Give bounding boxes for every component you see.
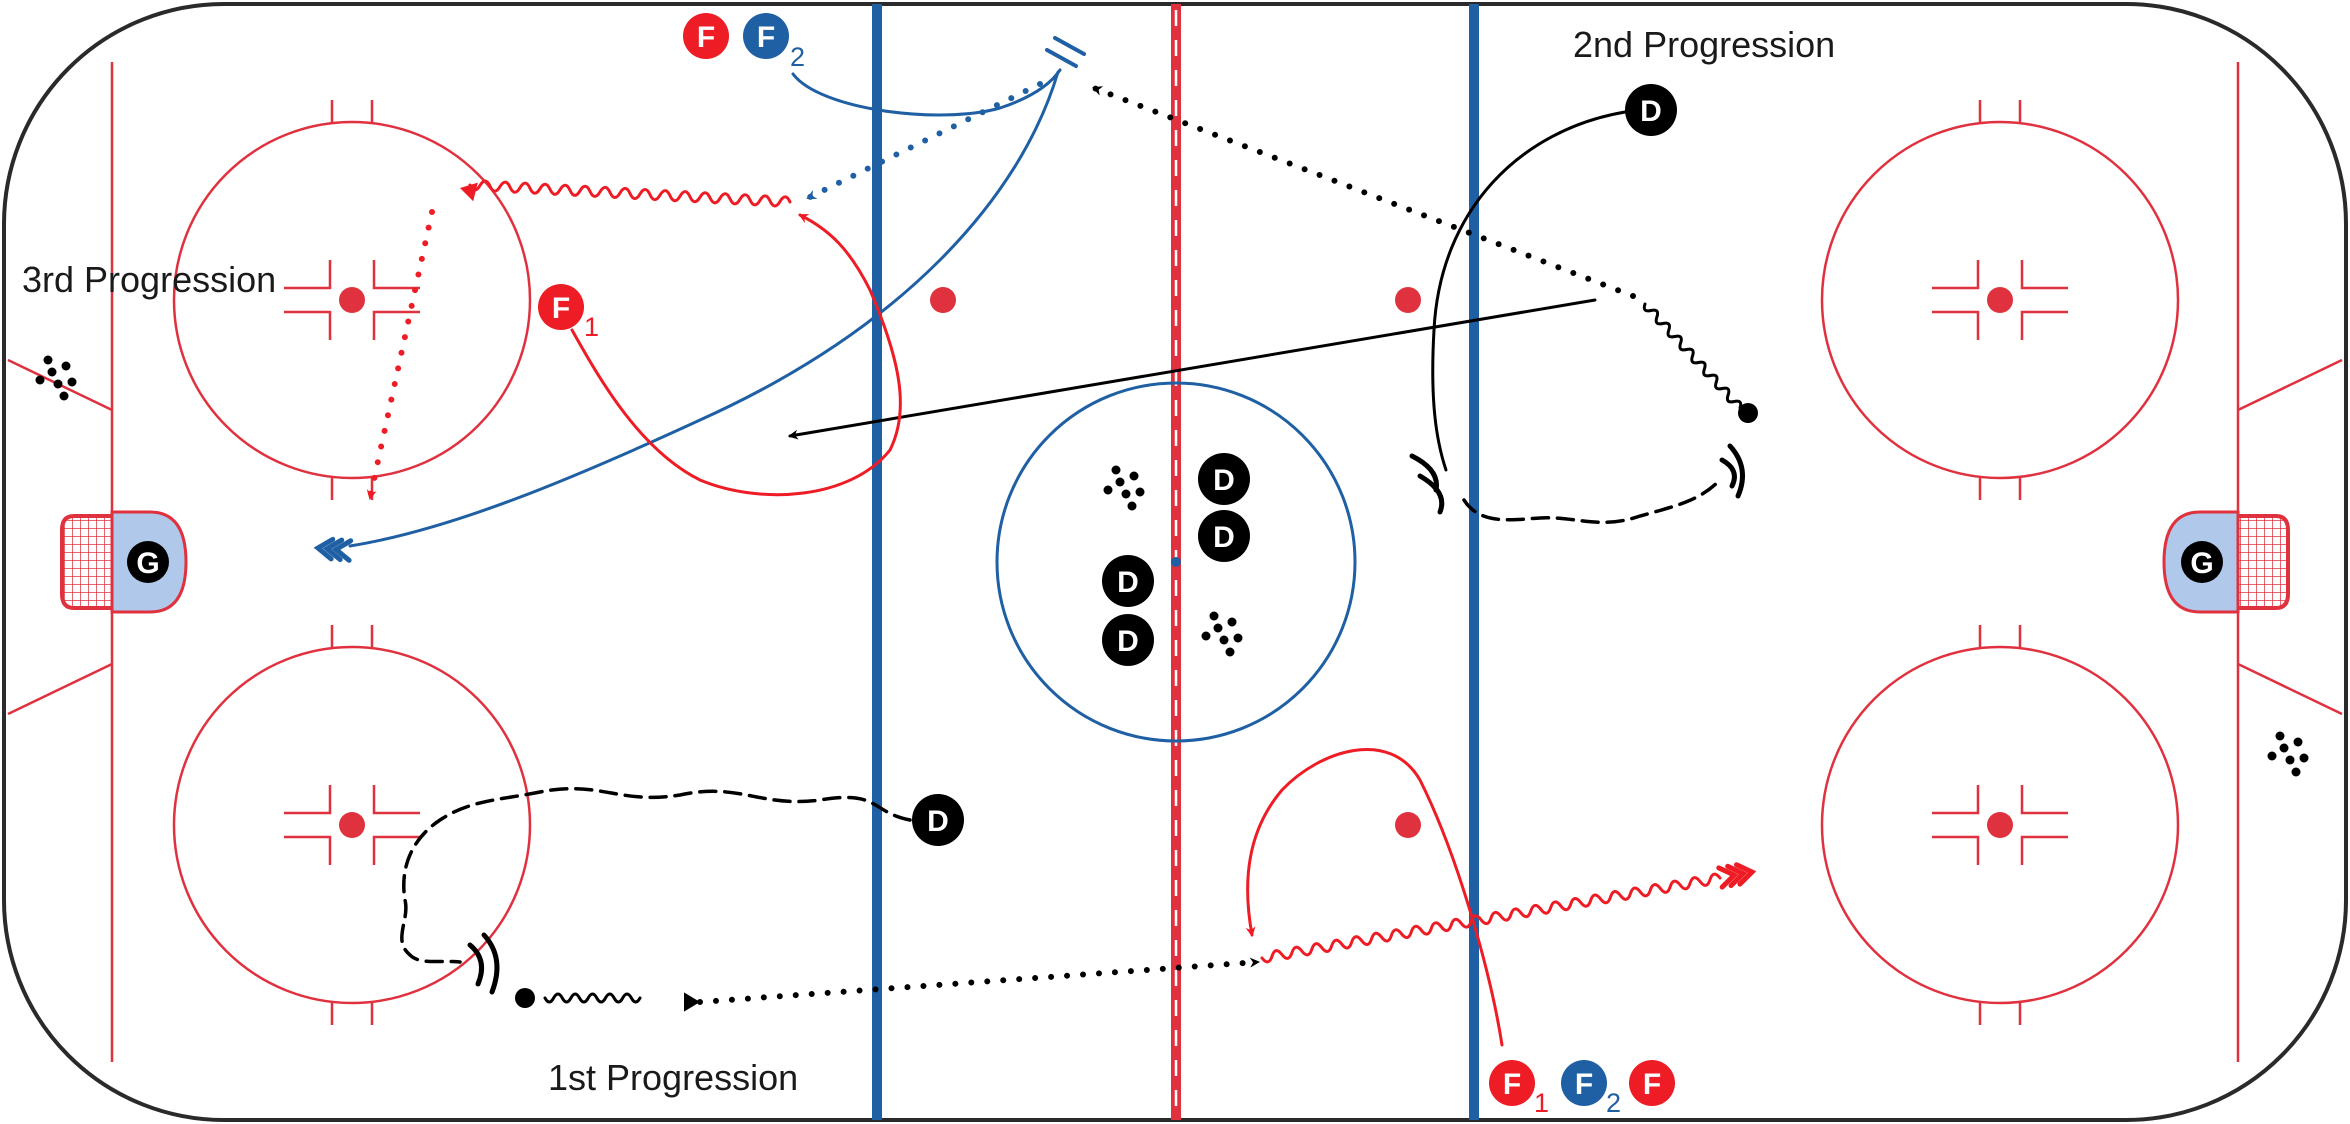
triple-chevron-icon: [313, 536, 354, 563]
f1-shot-dotted: [366, 209, 435, 501]
pivot-mark-icon: [1409, 453, 1445, 515]
net-icon: [2238, 514, 2290, 610]
puck-icon: [515, 988, 535, 1008]
arrowhead-icon: [684, 992, 700, 1012]
puck-pile-icon: [1103, 465, 1145, 511]
defense-label: D: [1117, 566, 1139, 599]
defense-label: D: [1213, 521, 1235, 554]
f2-pass-dotted: [805, 81, 1043, 201]
puck-pile-icon: [2267, 731, 2309, 777]
puck-icon: [1738, 403, 1758, 423]
forward-f1-left[interactable]: F 1: [538, 284, 599, 342]
f2-drive-net: [348, 70, 1060, 548]
defense-label: D: [927, 805, 949, 838]
f2-skate-to-wall: [791, 68, 1062, 117]
goalie-right[interactable]: G: [2181, 541, 2223, 583]
d2-skate-path: [1431, 110, 1627, 472]
center-circle: [995, 381, 1357, 743]
stop-mark-icon: [1045, 48, 1078, 68]
d2-pass-dotted: [1091, 85, 1636, 299]
d1-skate-path: [400, 786, 912, 964]
blue-line-left: [872, 4, 882, 1120]
stop-mark-icon: [1053, 36, 1086, 56]
triple-chevron-icon: [1716, 862, 1757, 890]
goalie-left[interactable]: G: [127, 541, 169, 583]
faceoff-dot-icon: [1987, 287, 2013, 313]
forward-f1-bottom[interactable]: F 1: [1489, 1060, 1549, 1118]
faceoff-circle: [1820, 120, 2180, 480]
faceoff-markers: [1932, 100, 2068, 500]
f1-skate-path-bottom: [1245, 748, 1504, 1047]
stickhandle-path: [1642, 302, 1743, 410]
center-dot: [1171, 557, 1181, 567]
f1-puck-carry-top: [468, 179, 792, 208]
forward-f2-bottom[interactable]: F 2: [1561, 1060, 1621, 1118]
stickhandle-path: [543, 992, 642, 1004]
goalie-label: G: [2190, 547, 2213, 580]
forward-label: F: [757, 21, 775, 54]
f1-puck-carry-bottom: [1260, 872, 1722, 964]
forward-f2-top[interactable]: F 2: [743, 13, 805, 72]
defense-label: D: [1213, 464, 1235, 497]
forward-label: F: [1503, 1068, 1521, 1101]
defense-center-1[interactable]: D: [1198, 453, 1250, 505]
label-3rd-progression: 3rd Progression: [22, 259, 276, 300]
faceoff-circle: [172, 120, 532, 480]
label-2nd-progression: 2nd Progression: [1573, 24, 1835, 65]
trapezoid-right: [2237, 358, 2343, 716]
faceoff-markers: [284, 100, 420, 500]
defense-center-2[interactable]: D: [1198, 510, 1250, 562]
goalie-label: G: [136, 547, 159, 580]
defense-label: D: [1640, 95, 1662, 128]
faceoff-circle: [1820, 645, 2180, 1005]
faceoff-dot-icon: [930, 287, 956, 313]
pivot-mark-icon: [467, 932, 500, 995]
defense-center-3[interactable]: D: [1102, 555, 1154, 607]
d2-skate-dashed: [1462, 478, 1722, 525]
f1-skate-path-top: [570, 213, 902, 497]
forward-label: F: [697, 21, 715, 54]
pivot-mark-icon: [1719, 443, 1745, 499]
net-icon: [60, 514, 112, 610]
defense-1st-progression[interactable]: D: [912, 794, 964, 846]
defense-label: D: [1117, 625, 1139, 658]
forward-label: F: [1575, 1068, 1593, 1101]
faceoff-dot-icon: [1395, 287, 1421, 313]
faceoff-dot-icon: [339, 287, 365, 313]
players: G G D D D D D D: [127, 13, 2223, 1118]
forward-label: F: [1643, 1068, 1661, 1101]
arrowhead-icon: [460, 182, 478, 202]
faceoff-dot-icon: [1395, 812, 1421, 838]
defense-2nd-progression[interactable]: D: [1625, 84, 1677, 136]
forward-subscript: 2: [790, 42, 805, 72]
forward-subscript: 2: [1606, 1088, 1621, 1118]
faceoff-circle: [172, 645, 532, 1005]
puck-pile-icon: [1201, 611, 1243, 657]
forward-red-top[interactable]: F: [683, 13, 729, 59]
faceoff-markers: [1932, 625, 2068, 1025]
forward-red-bottom[interactable]: F: [1629, 1060, 1675, 1106]
faceoff-dot-icon: [339, 812, 365, 838]
forward-subscript: 1: [1534, 1088, 1549, 1118]
forward-label: F: [552, 292, 570, 325]
label-1st-progression: 1st Progression: [548, 1057, 798, 1098]
d1-pass-path: [697, 957, 1261, 1005]
drill-paths: [313, 36, 1758, 1047]
blue-line-right: [1469, 4, 1479, 1120]
faceoff-markers: [284, 625, 420, 1025]
d2-pass-long: [788, 298, 1597, 440]
puck-pile-icon: [35, 355, 77, 401]
defense-center-4[interactable]: D: [1102, 614, 1154, 666]
faceoff-dot-icon: [1987, 812, 2013, 838]
puck-piles: [35, 355, 2309, 777]
forward-subscript: 1: [584, 312, 599, 342]
